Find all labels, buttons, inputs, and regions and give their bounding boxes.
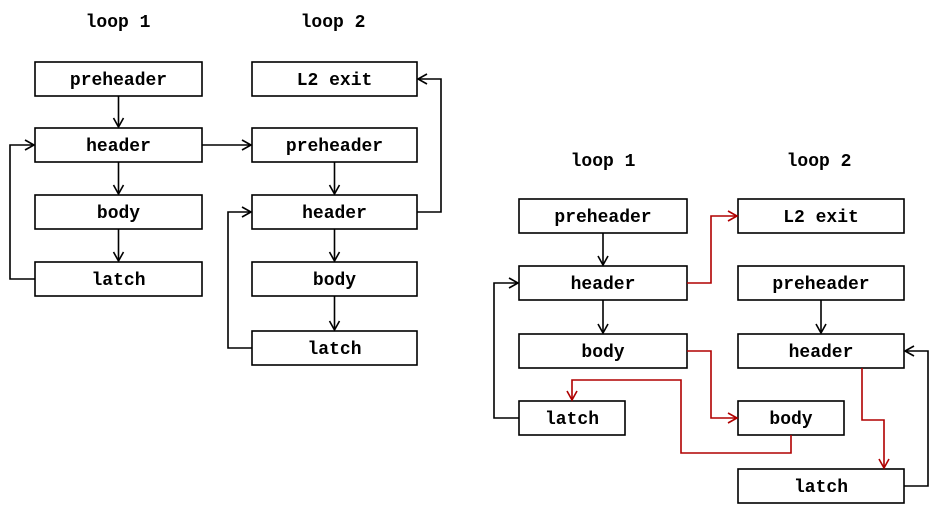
l1-body-block: body <box>518 333 688 369</box>
l2-header-block: header <box>737 333 905 369</box>
l2-latch-block: latch <box>251 330 418 366</box>
edge-l2-body-to-l1-latch <box>566 379 792 454</box>
svg-text:header: header <box>789 343 854 363</box>
l1-header-block: header <box>34 127 203 163</box>
svg-text:latch: latch <box>545 410 599 430</box>
l2-body-block: body <box>737 400 845 436</box>
edge-l2-latch-backedge <box>227 206 253 349</box>
l2-preheader-block: preheader <box>251 127 418 163</box>
l1-body-block: body <box>34 194 203 230</box>
l2-header-block: header <box>251 194 418 230</box>
svg-text:body: body <box>769 410 812 430</box>
edge-l2-latch-backedge <box>903 345 929 487</box>
l2-latch-block: latch <box>737 468 905 504</box>
svg-text:preheader: preheader <box>286 137 383 157</box>
svg-text:body: body <box>97 204 140 224</box>
l1-latch-block: latch <box>34 261 203 297</box>
edge-l1-latch-backedge <box>9 139 36 280</box>
loop2-title: loop 2 <box>301 13 366 33</box>
loop1-title: loop 1 <box>571 152 636 172</box>
svg-text:preheader: preheader <box>70 71 167 91</box>
l1-preheader-block: preheader <box>34 61 203 97</box>
svg-text:L2 exit: L2 exit <box>297 71 373 91</box>
l2-body-block: body <box>251 261 418 297</box>
svg-text:L2 exit: L2 exit <box>783 208 859 228</box>
l2-exit-block: L2 exit <box>251 61 418 97</box>
svg-text:header: header <box>86 137 151 157</box>
svg-text:header: header <box>571 275 636 295</box>
svg-text:latch: latch <box>91 271 145 291</box>
diagram-after: loop 1 loop 2 preheader header body latc… <box>493 152 929 504</box>
l1-latch-block: latch <box>518 400 626 436</box>
svg-text:latch: latch <box>307 340 361 360</box>
edge-l1-body-to-l2-body <box>687 350 739 424</box>
edge-l2-header-to-exit <box>416 73 442 213</box>
svg-text:body: body <box>581 343 624 363</box>
l1-header-block: header <box>518 265 688 301</box>
l2-preheader-block: preheader <box>737 265 905 301</box>
loop1-title: loop 1 <box>86 13 151 33</box>
l1-preheader-block: preheader <box>518 198 688 234</box>
svg-text:body: body <box>313 271 356 291</box>
l2-exit-block: L2 exit <box>737 198 905 234</box>
svg-text:preheader: preheader <box>554 208 651 228</box>
svg-text:header: header <box>302 204 367 224</box>
edge-l1-header-to-l2-exit <box>687 210 739 284</box>
diagram-before: loop 1 loop 2 preheader header body latc… <box>9 13 442 366</box>
loop2-title: loop 2 <box>787 152 852 172</box>
edge-l1-latch-backedge <box>493 277 520 419</box>
svg-text:preheader: preheader <box>772 275 869 295</box>
edge-l2-header-to-latch <box>861 368 890 470</box>
svg-text:latch: latch <box>794 478 848 498</box>
